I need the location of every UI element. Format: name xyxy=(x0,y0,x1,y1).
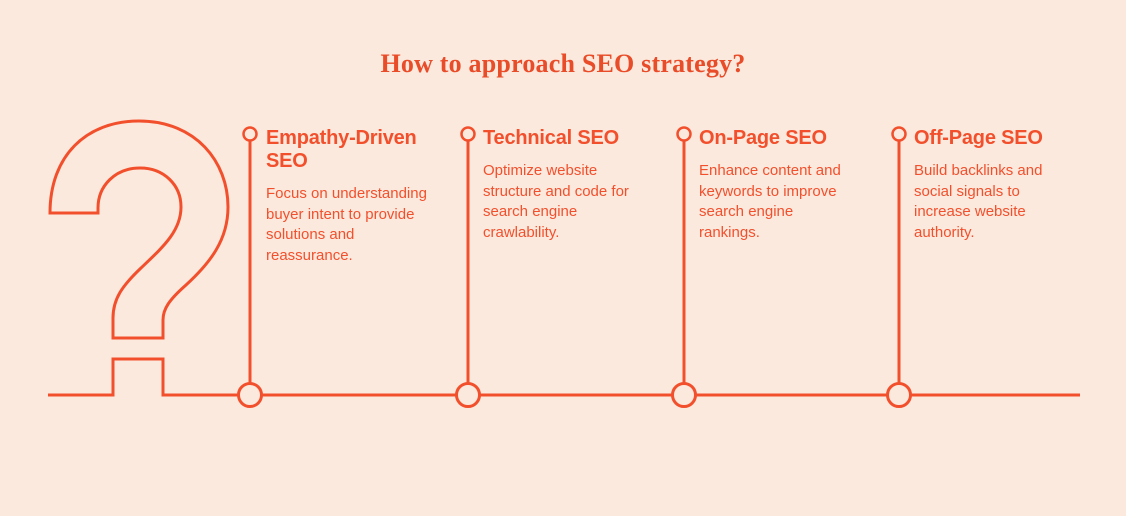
column-body: Build backlinks and social signals to in… xyxy=(914,162,1043,241)
column-body: Focus on understanding buyer intent to p… xyxy=(266,185,427,264)
column-body: Enhance content and keywords to improve … xyxy=(699,162,841,241)
timeline-node-circle xyxy=(455,382,481,408)
timeline-top-circle xyxy=(460,126,476,142)
column-body: Optimize website structure and code for … xyxy=(483,162,629,241)
timeline-node-circle xyxy=(671,382,697,408)
column-heading: On-Page SEO xyxy=(699,127,827,149)
column-on-page-seo: On-Page SEO Enhance content and keywords… xyxy=(699,127,891,243)
timeline-top-circle xyxy=(676,126,692,142)
page-title: How to approach SEO strategy? xyxy=(380,49,746,78)
column-empathy-driven-seo: Empathy-Driven SEO Focus on understandin… xyxy=(266,127,458,266)
column-technical-seo: Technical SEO Optimize website structure… xyxy=(483,127,675,243)
column-off-page-seo: Off-Page SEO Build backlinks and social … xyxy=(914,127,1106,243)
timeline-node-circle xyxy=(886,382,912,408)
timeline-top-circle xyxy=(891,126,907,142)
question-mark-icon xyxy=(48,119,230,340)
timeline-top-circle xyxy=(242,126,258,142)
timeline-node-circle xyxy=(237,382,263,408)
column-heading: Technical SEO xyxy=(483,127,619,149)
column-heading: Off-Page SEO xyxy=(914,127,1043,149)
column-heading: Empathy-Driven SEO xyxy=(266,127,417,172)
timeline-baseline xyxy=(48,357,1080,397)
